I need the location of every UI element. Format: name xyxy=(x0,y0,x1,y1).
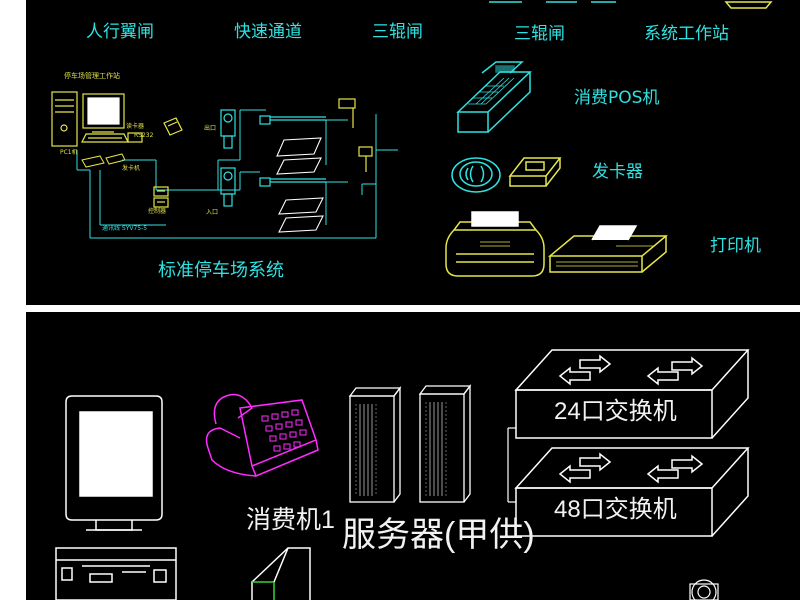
small-card-reader-icon xyxy=(163,117,183,136)
bottom-panel: 消费机1 服务器(甲供) 24口交换机 48口交换机 xyxy=(26,312,800,600)
server-rack-right-icon xyxy=(418,384,472,503)
card-reader-label: 读卡器 xyxy=(126,123,145,130)
label-consumer-machine: 消费机1 xyxy=(246,506,335,534)
controller-label: 控制器 xyxy=(148,208,167,215)
label-tripod-turnstile-b: 三辊闸 xyxy=(514,24,565,44)
green-device-icon xyxy=(251,547,311,600)
controller-boxes xyxy=(153,186,169,208)
bottom-cad-drawing xyxy=(55,349,750,600)
cut-off-devices xyxy=(489,1,773,9)
label-tripod-turnstile-a: 三辊闸 xyxy=(372,22,423,42)
label-server: 服务器(甲供) xyxy=(342,516,535,554)
interface-card-icon xyxy=(81,153,126,168)
label-printer: 打印机 xyxy=(710,236,761,256)
switch-48-port-icon xyxy=(514,447,750,537)
entry-label: 入口 xyxy=(206,209,219,216)
label-pos-machine: 消费POS机 xyxy=(574,88,660,108)
label-system-workstation: 系统工作站 xyxy=(644,24,729,44)
parking-system-title: 标准停车场系统 xyxy=(158,260,284,281)
switch-stack-bracket xyxy=(507,427,516,503)
server-rack-left-icon xyxy=(348,386,402,503)
pos-machine-icon xyxy=(456,61,532,133)
label-turnstile-wing: 人行翼闸 xyxy=(86,22,154,42)
pc-card-label: PC1机 xyxy=(60,149,78,156)
label-card-issuer: 发卡器 xyxy=(592,162,643,182)
computer-monitor-icon xyxy=(65,395,163,531)
card-issuer-reader-icon xyxy=(451,157,501,193)
card-dispenser-label: 发卡机 xyxy=(122,165,141,172)
computer-host-icon xyxy=(55,547,177,600)
vehicle-detector-loops xyxy=(276,137,324,233)
display-units xyxy=(338,98,373,172)
printer-right-icon xyxy=(547,225,669,273)
card-issuer-desk-icon xyxy=(508,157,562,187)
top-panel: 人行翼闸 快速通道 三辊闸 三辊闸 系统工作站 消费POS机 发卡器 打印机 标… xyxy=(26,0,800,305)
printer-left-icon xyxy=(445,211,545,277)
switch-24-port-icon xyxy=(514,349,750,439)
rs232-label: RS232 xyxy=(134,132,154,139)
label-switch-48: 48口交换机 xyxy=(554,496,677,523)
parking-workstation-pc-icon xyxy=(51,91,143,147)
dome-camera-icon xyxy=(689,579,719,600)
cable-spec-label: 通讯线 SYV75-5 xyxy=(102,225,148,232)
top-cad-drawing xyxy=(51,1,773,277)
consumer-machine-icon xyxy=(205,393,319,477)
parking-mgmt-station-label: 停车场管理工作站 xyxy=(64,72,120,80)
exit-label: 出口 xyxy=(204,125,217,132)
entry-barrier-post xyxy=(220,167,326,207)
label-switch-24: 24口交换机 xyxy=(554,398,677,425)
exit-barrier-post xyxy=(220,109,326,149)
label-fast-lane: 快速通道 xyxy=(234,22,302,42)
